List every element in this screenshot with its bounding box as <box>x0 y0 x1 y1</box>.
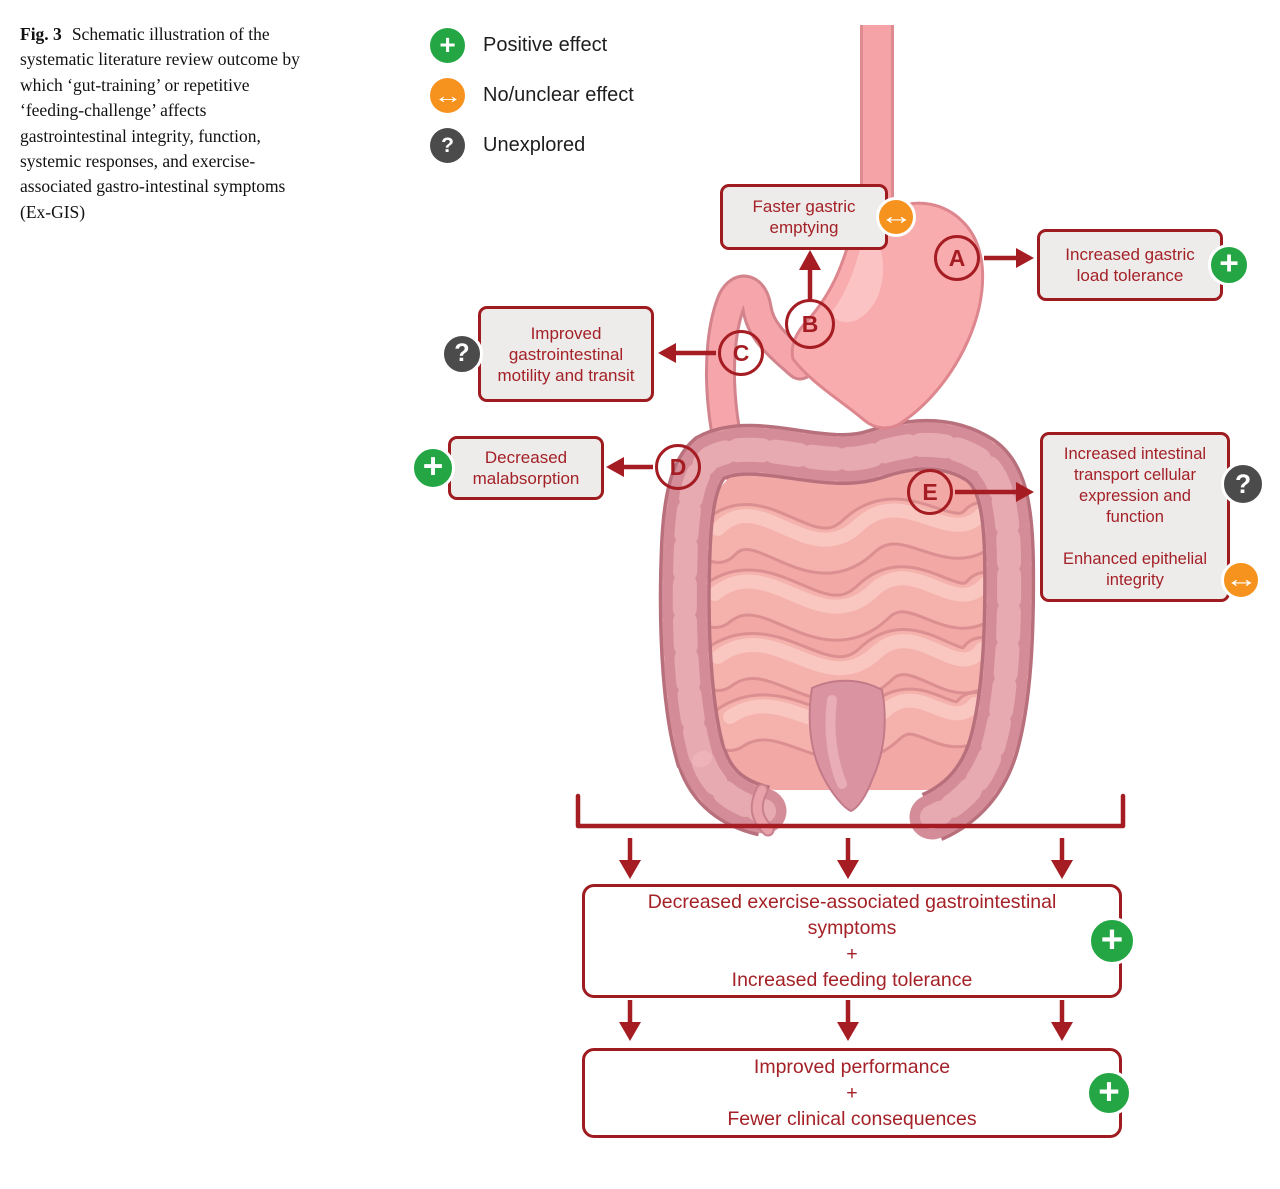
marker-a: A <box>934 235 980 281</box>
legend-item-no-unclear-effect: ↔ No/unclear effect <box>430 78 634 113</box>
outcome-line: Improved performance <box>753 1056 951 1078</box>
box-decreased-symptoms: Decreased exercise-associated gastrointe… <box>582 884 1136 998</box>
box-text: Faster gastric emptying <box>752 197 856 237</box>
positive-effect-icon: + <box>411 446 455 490</box>
figure-caption-text: Schematic illustration of the systematic… <box>20 24 300 222</box>
unexplored-icon: ? <box>430 128 465 163</box>
no-unclear-effect-icon: ↔ <box>1221 560 1261 600</box>
box-intestinal-transport-epithelial: Increased intestinal transport cellular … <box>1040 432 1265 602</box>
marker-d: D <box>655 444 701 490</box>
box-text: Improved gastrointestinal motility and t… <box>497 323 635 385</box>
arrow-b-up <box>799 250 821 301</box>
outcome-line: Increased feeding tolerance <box>731 969 973 991</box>
legend-label: Positive effect <box>483 34 608 56</box>
box-faster-gastric-emptying: Faster gastric emptying ↔ <box>720 184 916 250</box>
box-increased-gastric-load-tolerance: Increased gastric load tolerance + <box>1037 229 1250 301</box>
positive-effect-icon: + <box>430 28 465 63</box>
rectum-art <box>808 679 886 813</box>
box-text: Decreased malabsorption <box>472 448 580 488</box>
legend: + Positive effect ↔ No/unclear effect ? … <box>430 28 634 163</box>
arrow-e-right <box>955 482 1034 502</box>
figure-number: Fig. 3 <box>20 24 62 44</box>
box-decreased-malabsorption: Decreased malabsorption + <box>411 436 604 500</box>
arrow-d-left <box>606 457 653 477</box>
outcome-line: Decreased exercise-associated gastrointe… <box>647 891 1057 939</box>
summary-flow <box>575 793 1126 1041</box>
legend-label: Unexplored <box>483 134 586 156</box>
legend-item-positive-effect: + Positive effect <box>430 28 634 63</box>
marker-c: C <box>718 330 764 376</box>
box-text: Increased gastric load tolerance <box>1065 245 1195 285</box>
positive-effect-icon: + <box>1208 244 1250 286</box>
marker-e: E <box>907 469 953 515</box>
box-text: Increased intestinal transport cellular … <box>1063 444 1207 526</box>
box-text: Enhanced epithelial integrity <box>1062 549 1208 589</box>
arrows-to-performance <box>619 1000 1073 1041</box>
marker-b: B <box>785 299 835 349</box>
unexplored-icon: ? <box>441 333 483 375</box>
legend-label: No/unclear effect <box>483 84 634 106</box>
positive-effect-icon: + <box>1086 1070 1132 1116</box>
no-unclear-effect-icon: ↔ <box>430 78 465 113</box>
arrow-a-right <box>984 248 1034 268</box>
arrows-to-symptoms <box>619 838 1073 879</box>
box-improved-gi-motility: Improved gastrointestinal motility and t… <box>441 306 654 402</box>
no-unclear-effect-icon: ↔ <box>876 197 916 237</box>
outcome-joiner: + <box>846 1082 858 1104</box>
bracket <box>575 793 1126 829</box>
unexplored-icon: ? <box>1221 462 1265 506</box>
outcome-joiner: + <box>846 943 858 965</box>
connector-arrows <box>606 248 1034 502</box>
arrow-c-left <box>658 343 716 363</box>
small-intestine-art <box>691 460 1009 790</box>
legend-item-unexplored: ? Unexplored <box>430 128 634 163</box>
outcome-line: Fewer clinical consequences <box>727 1108 977 1130</box>
positive-effect-icon: + <box>1088 917 1136 965</box>
box-improved-performance: Improved performance + Fewer clinical co… <box>582 1048 1132 1138</box>
